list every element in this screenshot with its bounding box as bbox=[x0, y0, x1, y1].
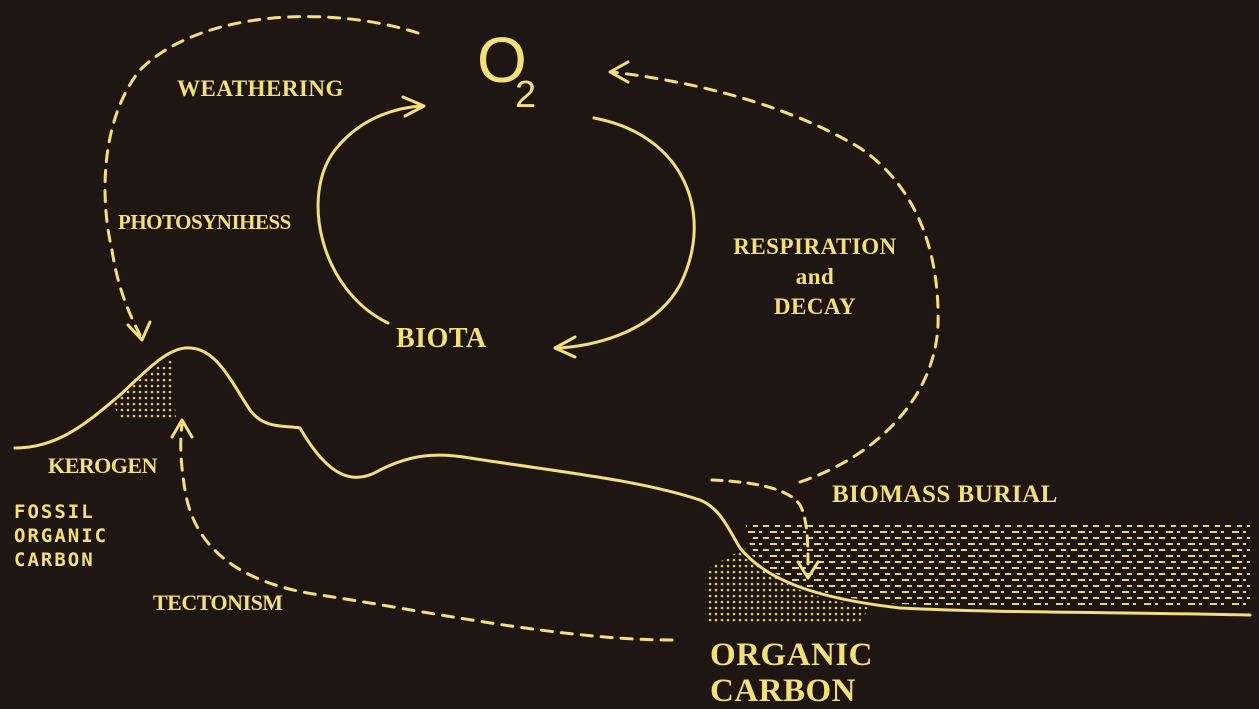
organic-carbon-line-2: CARBON bbox=[710, 673, 873, 709]
weathering-path bbox=[105, 17, 418, 335]
tectonism-label: TECTONISM bbox=[153, 592, 283, 614]
weathering-label: WEATHERING bbox=[177, 77, 344, 100]
respiration-arc bbox=[560, 118, 694, 348]
respiration-line-2: and bbox=[710, 262, 920, 292]
decay-return-arrowhead bbox=[610, 62, 628, 82]
fossil-organic-carbon-label: FOSSIL ORGANIC CARBON bbox=[14, 500, 108, 572]
fossil-line-2: ORGANIC bbox=[14, 524, 108, 548]
oxygen-subscript: 2 bbox=[515, 76, 536, 114]
biomass-burial-label: BIOMASS BURIAL bbox=[832, 482, 1058, 507]
respiration-decay-label: RESPIRATION and DECAY bbox=[710, 232, 920, 322]
respiration-line-1: RESPIRATION bbox=[710, 232, 920, 262]
fossil-line-3: CARBON bbox=[14, 548, 108, 572]
respiration-line-3: DECAY bbox=[710, 292, 920, 322]
biota-label: BIOTA bbox=[396, 325, 487, 353]
photosynthesis-label: PHOTOSYNIHESS bbox=[118, 212, 291, 233]
photosynthesis-arc bbox=[318, 106, 420, 323]
kerogen-stipple bbox=[112, 360, 176, 420]
organic-carbon-label: ORGANIC CARBON bbox=[710, 637, 873, 709]
fossil-line-1: FOSSIL bbox=[14, 500, 108, 524]
kerogen-label: KEROGEN bbox=[48, 455, 157, 477]
organic-carbon-line-1: ORGANIC bbox=[710, 637, 873, 673]
